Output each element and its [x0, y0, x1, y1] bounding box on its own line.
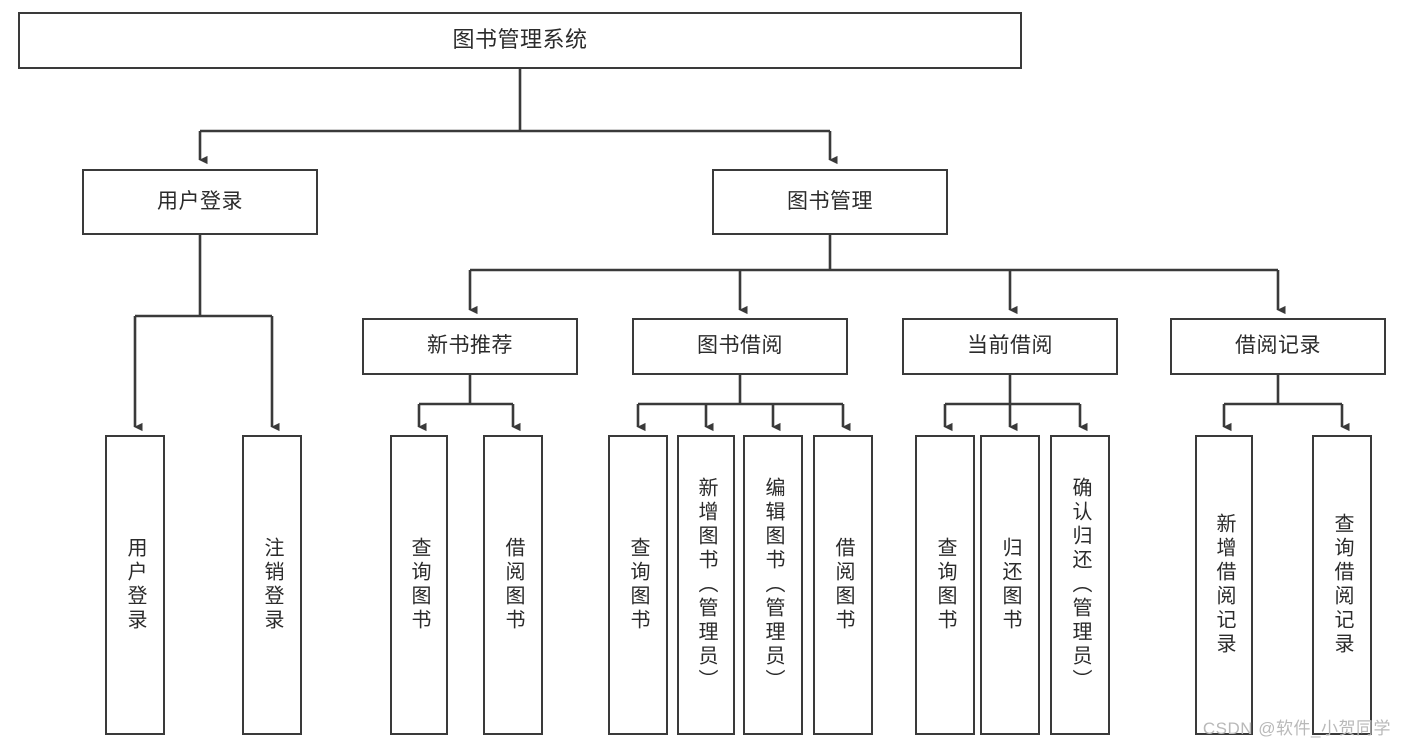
- leaf-node[interactable]: 编辑图书（管理员）: [743, 435, 803, 735]
- leaf-node[interactable]: 查询借阅记录: [1312, 435, 1372, 735]
- node-book-borrow[interactable]: 图书借阅: [632, 318, 848, 375]
- leaf-node[interactable]: 注销登录: [242, 435, 302, 735]
- node-borrow-record-label: 借阅记录: [1235, 334, 1321, 358]
- node-borrow-record[interactable]: 借阅记录: [1170, 318, 1386, 375]
- leaf-node-label: 新增图书（管理员）: [695, 477, 717, 693]
- leaf-node[interactable]: 归还图书: [980, 435, 1040, 735]
- node-root-label: 图书管理系统: [452, 27, 588, 53]
- leaf-node-label: 查询图书: [408, 537, 430, 633]
- leaf-node-label: 归还图书: [999, 537, 1021, 633]
- leaf-node-label: 查询借阅记录: [1331, 513, 1353, 657]
- leaf-node-label: 用户登录: [124, 537, 146, 633]
- leaf-node-label: 编辑图书（管理员）: [762, 477, 784, 693]
- leaf-node-label: 注销登录: [261, 537, 283, 633]
- node-current-borrow-label: 当前借阅: [967, 334, 1053, 358]
- node-new-book-recommend-label: 新书推荐: [427, 334, 513, 358]
- node-book-management-label: 图书管理: [787, 189, 873, 213]
- leaf-node-label: 确认归还（管理员）: [1069, 477, 1091, 693]
- leaf-node[interactable]: 确认归还（管理员）: [1050, 435, 1110, 735]
- leaf-node[interactable]: 借阅图书: [813, 435, 873, 735]
- leaf-node[interactable]: 借阅图书: [483, 435, 543, 735]
- leaf-node-label: 借阅图书: [502, 537, 524, 633]
- node-user-login-label: 用户登录: [157, 189, 243, 213]
- node-new-book-recommend[interactable]: 新书推荐: [362, 318, 578, 375]
- node-book-management[interactable]: 图书管理: [712, 169, 948, 235]
- node-book-borrow-label: 图书借阅: [697, 334, 783, 358]
- node-current-borrow[interactable]: 当前借阅: [902, 318, 1118, 375]
- leaf-node-label: 新增借阅记录: [1213, 513, 1235, 657]
- node-root[interactable]: 图书管理系统: [18, 12, 1022, 69]
- leaf-node-label: 查询图书: [627, 537, 649, 633]
- node-user-login[interactable]: 用户登录: [82, 169, 318, 235]
- leaf-node[interactable]: 新增借阅记录: [1195, 435, 1253, 735]
- leaf-node[interactable]: 查询图书: [390, 435, 448, 735]
- leaf-node[interactable]: 查询图书: [608, 435, 668, 735]
- leaf-node-label: 查询图书: [934, 537, 956, 633]
- leaf-node[interactable]: 查询图书: [915, 435, 975, 735]
- leaf-node[interactable]: 新增图书（管理员）: [677, 435, 735, 735]
- leaf-node[interactable]: 用户登录: [105, 435, 165, 735]
- leaf-node-label: 借阅图书: [832, 537, 854, 633]
